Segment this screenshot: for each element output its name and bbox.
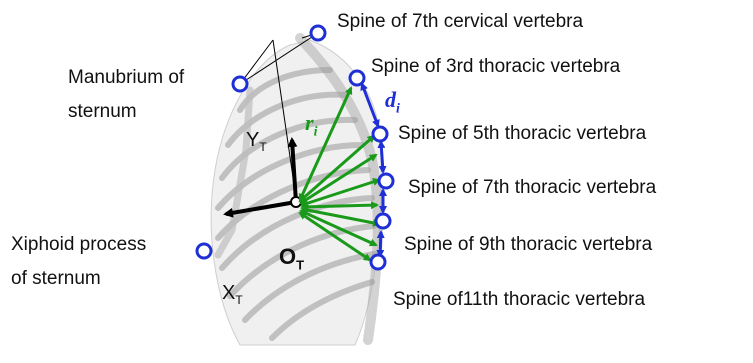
origin-label: OT [279, 244, 304, 272]
marker-c7 [311, 26, 325, 40]
distance-symbol: di [385, 87, 400, 117]
marker-t3 [350, 71, 364, 85]
marker-manubrium [233, 77, 247, 91]
marker-t9 [376, 214, 390, 228]
label-t9: Spine of 9th thoracic vertebra [404, 235, 652, 255]
distance-arrow-t9-t11 [380, 232, 381, 256]
radius-symbol: ri [305, 110, 317, 140]
label-t5: Spine of 5th thoracic vertebra [398, 124, 646, 144]
marker-t7 [379, 174, 393, 188]
distance-arrow-t5-t7 [381, 142, 383, 172]
label-manubrium-line2: sternum [68, 102, 137, 122]
marker-xiphoid [197, 244, 211, 258]
label-t11: Spine of11th thoracic vertebra [393, 290, 645, 310]
label-xiphoid-line2: of sternum [11, 269, 101, 289]
marker-t11 [371, 255, 385, 269]
x-axis-label: XT [222, 282, 243, 307]
label-t7: Spine of 7th thoracic vertebra [408, 178, 656, 198]
label-c7: Spine of 7th cervical vertebra [337, 12, 583, 32]
marker-t5 [373, 127, 387, 141]
label-xiphoid-line1: Xiphoid process [11, 235, 146, 255]
label-t3: Spine of 3rd thoracic vertebra [371, 57, 620, 77]
label-manubrium-line1: Manubrium of [68, 68, 184, 88]
y-axis-label: YT [246, 129, 267, 154]
radius-arrow-t8 [302, 205, 377, 207]
